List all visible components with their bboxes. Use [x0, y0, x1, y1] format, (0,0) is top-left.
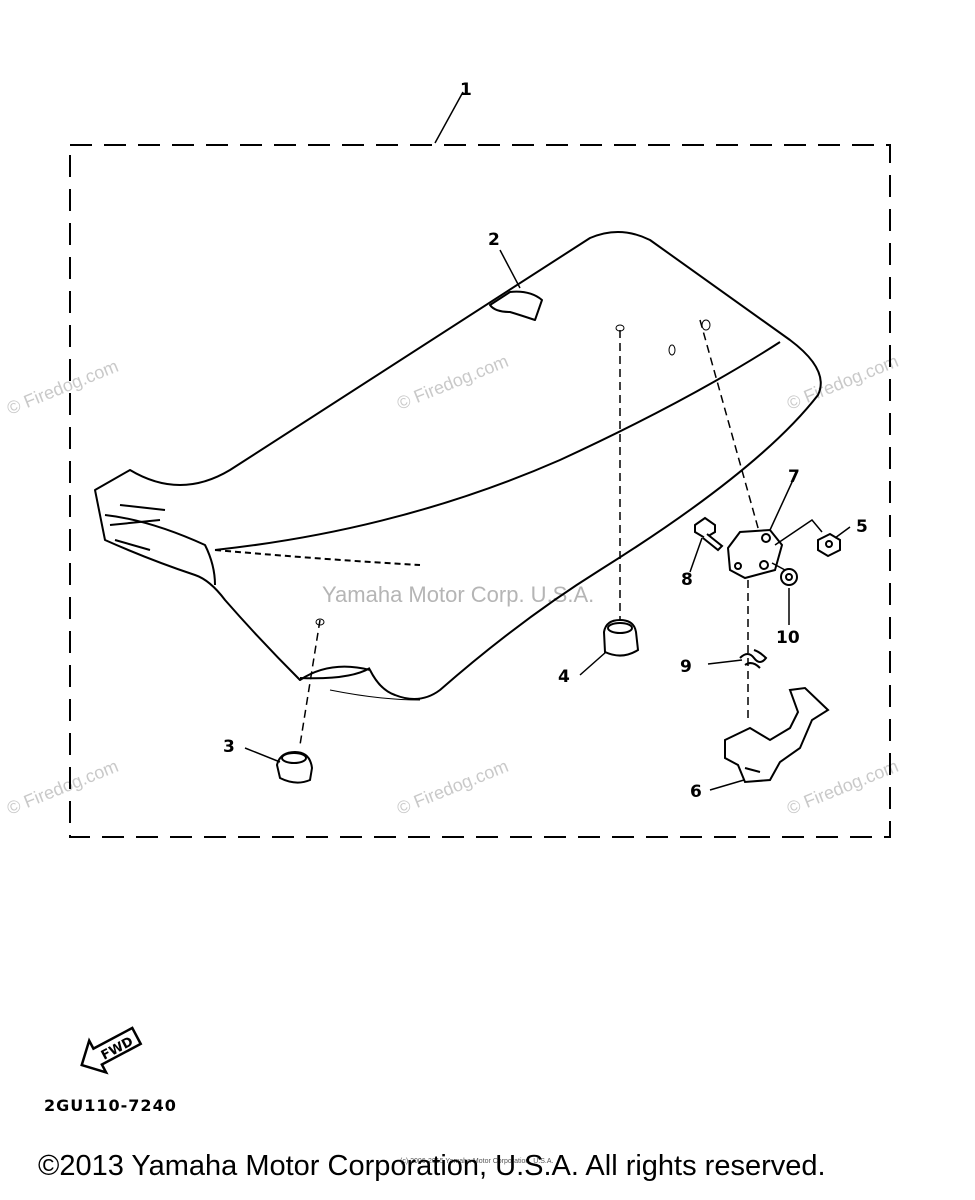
part-hook-6: [724, 686, 830, 784]
watermark-3: © Firedog.com: [784, 351, 901, 414]
part-nut-5: [817, 532, 841, 558]
seat: [94, 230, 822, 701]
center-watermark: Yamaha Motor Corp. U.S.A.: [322, 582, 594, 607]
part-damper-4: [602, 618, 640, 657]
part-washer-10: [780, 568, 798, 586]
watermark-1: © Firedog.com: [4, 356, 121, 419]
mount-hole-side: [315, 618, 325, 626]
mount-hole-mid: [668, 344, 676, 356]
part-bolt-8: [694, 516, 724, 552]
assembly-lines: [299, 319, 761, 746]
callout-6: 6: [690, 782, 702, 802]
callout-7: 7: [788, 467, 800, 487]
leader-lines: [244, 91, 851, 791]
callout-2: 2: [488, 230, 500, 250]
watermark-4: © Firedog.com: [4, 756, 121, 819]
callout-4: 4: [558, 667, 570, 687]
callout-10: 10: [776, 628, 800, 648]
watermark-5: © Firedog.com: [394, 756, 511, 819]
watermark-2: © Firedog.com: [394, 351, 511, 414]
part-spring-9: [739, 649, 768, 669]
part-bracket-7: [726, 528, 784, 580]
callout-1: 1: [460, 80, 472, 100]
mount-hole-rear: [701, 319, 711, 331]
tiny-copyright-notice: (c) 2006-2015 Yamaha Motor Corporation, …: [400, 1158, 554, 1165]
callout-8: 8: [681, 570, 693, 590]
watermark-6: © Firedog.com: [784, 756, 901, 819]
assembly-frame: [69, 144, 891, 838]
callout-5: 5: [856, 517, 868, 537]
mount-hole-front: [615, 324, 625, 332]
callout-9: 9: [680, 657, 692, 677]
callouts: 1 2 3 4 5 6 7 8 9 10: [223, 80, 868, 802]
copyright-footer: ©2013 Yamaha Motor Corporation, U.S.A. A…: [38, 1150, 826, 1182]
callout-3: 3: [223, 737, 235, 757]
part-number: 2GU110-7240: [44, 1096, 177, 1115]
part-damper-3: [275, 750, 314, 784]
fwd-arrow-icon: FWD: [80, 1026, 143, 1075]
